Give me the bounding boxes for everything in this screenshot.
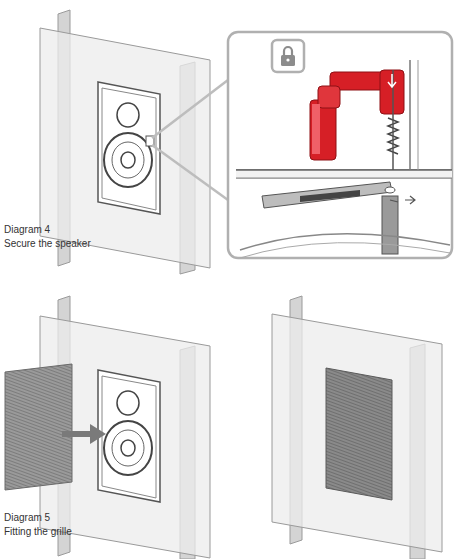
wall-top [40, 10, 210, 274]
caption-label: Diagram 4 [4, 224, 50, 236]
callout-leader [152, 80, 228, 200]
caption-label: Secure the speaker [4, 238, 91, 250]
caption-label: Diagram 5 [4, 512, 50, 524]
fit-arrow [62, 424, 106, 444]
detail-callout [228, 32, 452, 258]
grille [5, 364, 72, 490]
wall-bottom-right [272, 296, 442, 559]
caption-label: Fitting the grille [4, 526, 72, 538]
